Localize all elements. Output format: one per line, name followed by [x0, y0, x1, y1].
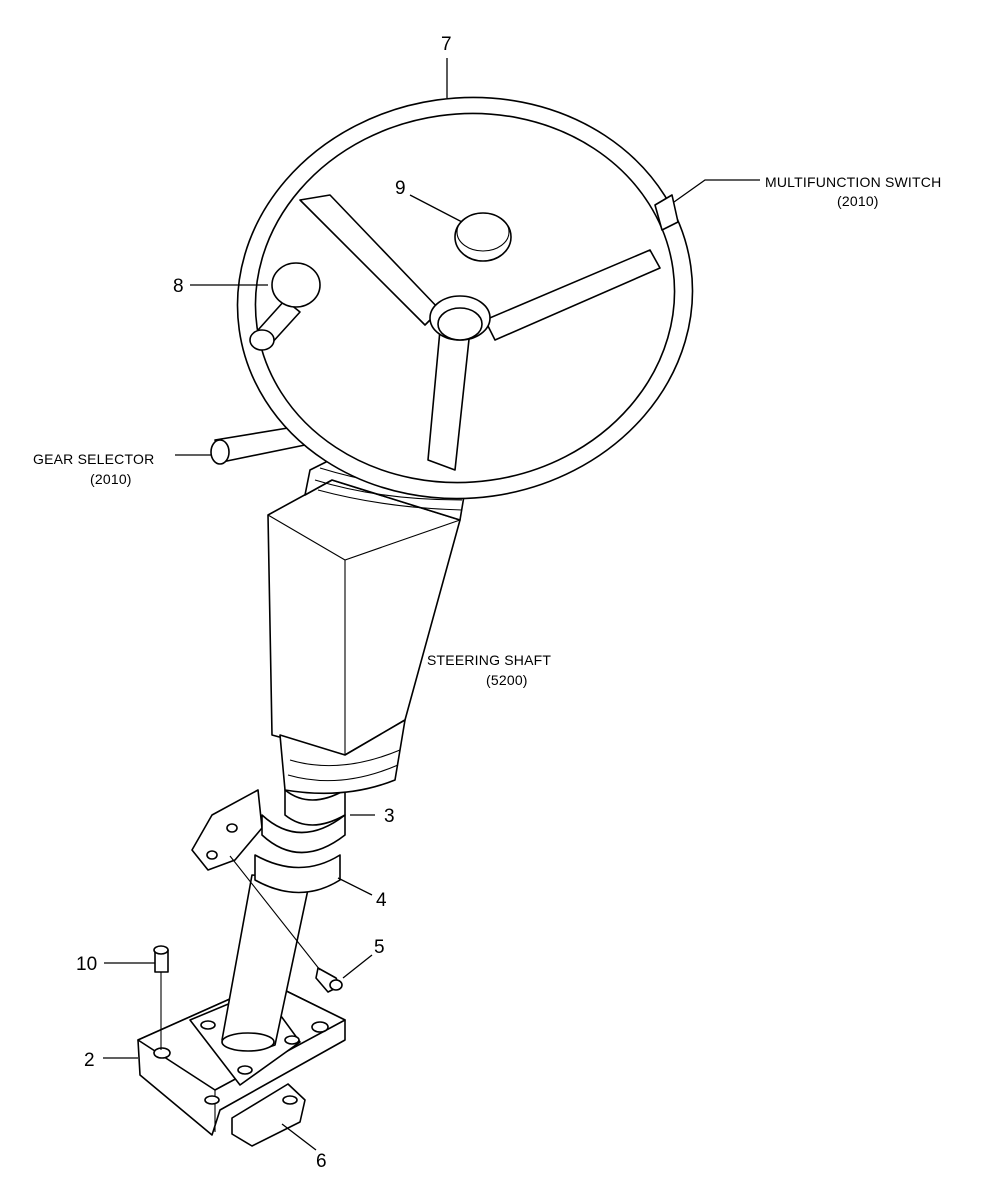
callout-9: 9 [395, 178, 406, 199]
callout-10: 10 [76, 954, 97, 975]
steering-shaft-housing [267, 454, 466, 795]
bolt-10 [153, 945, 169, 1050]
leader-lines [103, 58, 760, 1151]
label-multifunction-switch: MULTIFUNCTION SWITCH [765, 174, 941, 190]
callout-6: 6 [316, 1151, 327, 1172]
multifunction-switch [654, 194, 679, 231]
horn-button-9 [454, 212, 512, 262]
label-steering-shaft: STEERING SHAFT [427, 652, 551, 668]
label-gear-selector: GEAR SELECTOR [33, 451, 154, 467]
spinner-knob-8 [249, 262, 321, 351]
steering-column-tube [221, 874, 311, 1052]
label-gear-selector-ref: (2010) [90, 471, 132, 487]
callout-3: 3 [384, 806, 395, 827]
callout-5: 5 [374, 937, 385, 958]
callout-7: 7 [441, 34, 452, 55]
callout-4: 4 [376, 890, 387, 911]
column-clamp-3 [261, 789, 346, 854]
label-steering-shaft-ref: (5200) [486, 672, 528, 688]
bolt-5 [229, 855, 343, 993]
callout-8: 8 [173, 276, 184, 297]
callout-2: 2 [84, 1050, 95, 1071]
label-multifunction-switch-ref: (2010) [837, 193, 879, 209]
column-bracket-4 [191, 789, 341, 894]
steering-wheel-7 [236, 96, 694, 500]
